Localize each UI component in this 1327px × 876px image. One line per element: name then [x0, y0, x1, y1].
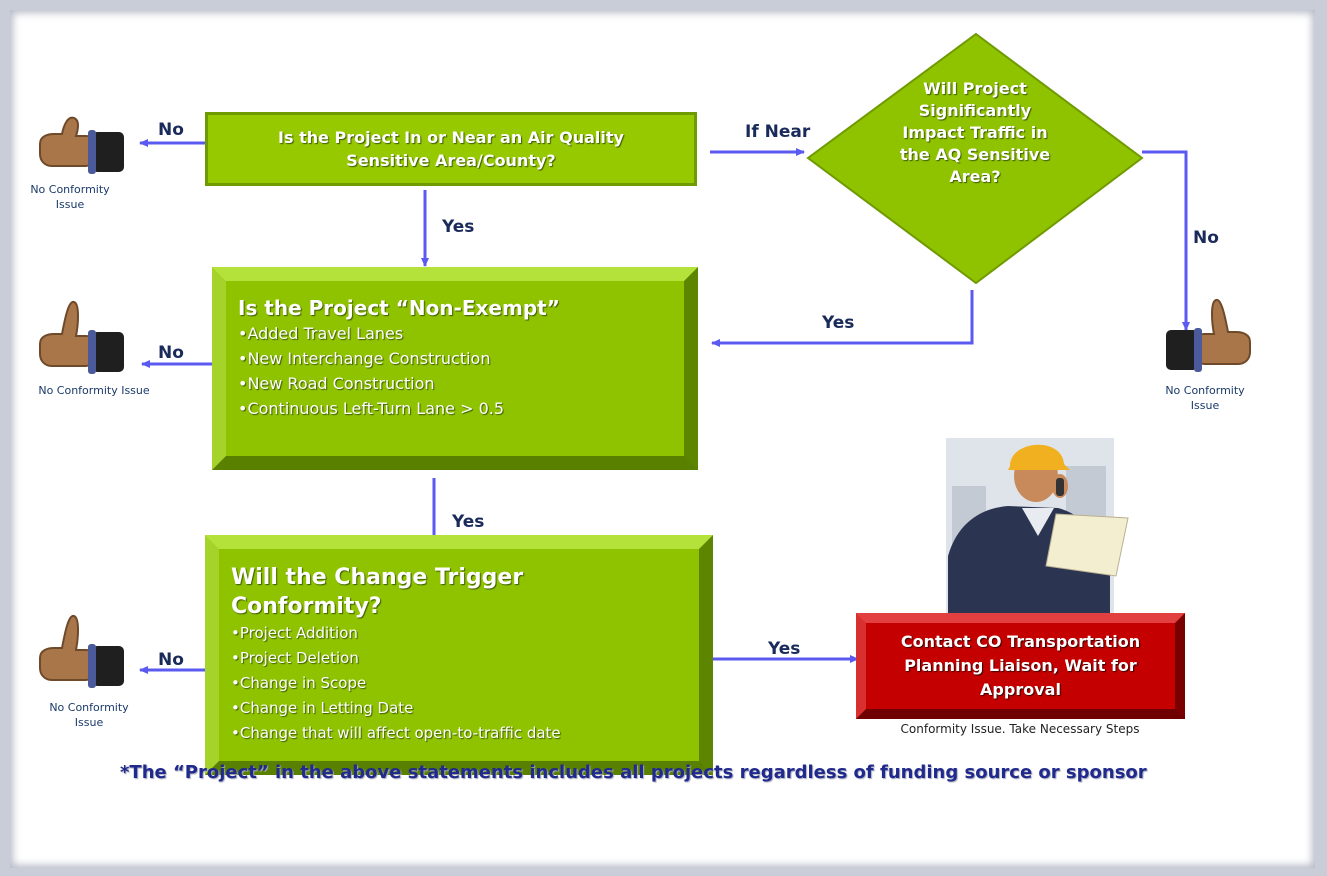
label-no-1: No	[158, 120, 184, 140]
list-item: Change that will affect open-to-traffic …	[231, 721, 687, 746]
conformity-issue-caption: Conformity Issue. Take Necessary Steps	[900, 722, 1140, 736]
label-yes-2: Yes	[822, 313, 855, 333]
label-yes-4: Yes	[768, 639, 801, 659]
label-no-4: No	[1193, 228, 1219, 248]
worker-on-phone-illustration	[946, 438, 1129, 613]
list-item: Continuous Left-Turn Lane > 0.5	[238, 396, 672, 421]
arrow-diamond-yes	[711, 290, 974, 347]
box-change-trigger-list: Project Addition Project Deletion Change…	[231, 621, 687, 746]
contact-liaison-text: Contact CO Transportation Planning Liais…	[900, 632, 1141, 699]
footnote: *The “Project” in the above statements i…	[120, 762, 1147, 783]
arrow-diamond-no	[1142, 150, 1190, 331]
label-no-3: No	[158, 650, 184, 670]
label-yes-3: Yes	[452, 512, 485, 532]
thumbs-up-icon	[1166, 299, 1251, 372]
decision-diamond	[806, 32, 1144, 285]
box-air-quality-area-text: Is the Project In or Near an Air Quality…	[278, 128, 624, 170]
box-air-quality-area: Is the Project In or Near an Air Quality…	[205, 112, 697, 186]
box-non-exempt-title: Is the Project “Non-Exempt”	[238, 296, 560, 320]
contact-liaison-box: Contact CO Transportation Planning Liais…	[856, 613, 1185, 719]
label-no-2: No	[158, 343, 184, 363]
thumbs-up-icon	[39, 116, 124, 174]
label-if-near: If Near	[745, 122, 811, 142]
thumb-caption-3: No Conformity Issue	[49, 701, 129, 729]
list-item: Added Travel Lanes	[238, 321, 672, 346]
list-item: New Road Construction	[238, 371, 672, 396]
thumb-caption-1: No Conformity Issue	[30, 183, 110, 211]
box-non-exempt-list: Added Travel Lanes New Interchange Const…	[238, 321, 672, 421]
thumb-caption-2: No Conformity Issue	[38, 384, 150, 397]
box-non-exempt: Is the Project “Non-Exempt” Added Travel…	[212, 267, 698, 470]
list-item: New Interchange Construction	[238, 346, 672, 371]
decision-diamond-text: Will Project Significantly Impact Traffi…	[899, 79, 1051, 186]
thumbs-up-icon	[39, 301, 124, 374]
list-item: Project Deletion	[231, 646, 687, 671]
label-yes-1: Yes	[442, 217, 475, 237]
box-change-trigger-title: Will the Change Trigger Conformity?	[231, 565, 524, 619]
list-item: Project Addition	[231, 621, 687, 646]
thumb-caption-4: No Conformity Issue	[1165, 384, 1245, 412]
thumbs-up-icon	[39, 615, 124, 688]
box-change-trigger: Will the Change Trigger Conformity? Proj…	[205, 535, 713, 775]
list-item: Change in Letting Date	[231, 696, 687, 721]
list-item: Change in Scope	[231, 671, 687, 696]
